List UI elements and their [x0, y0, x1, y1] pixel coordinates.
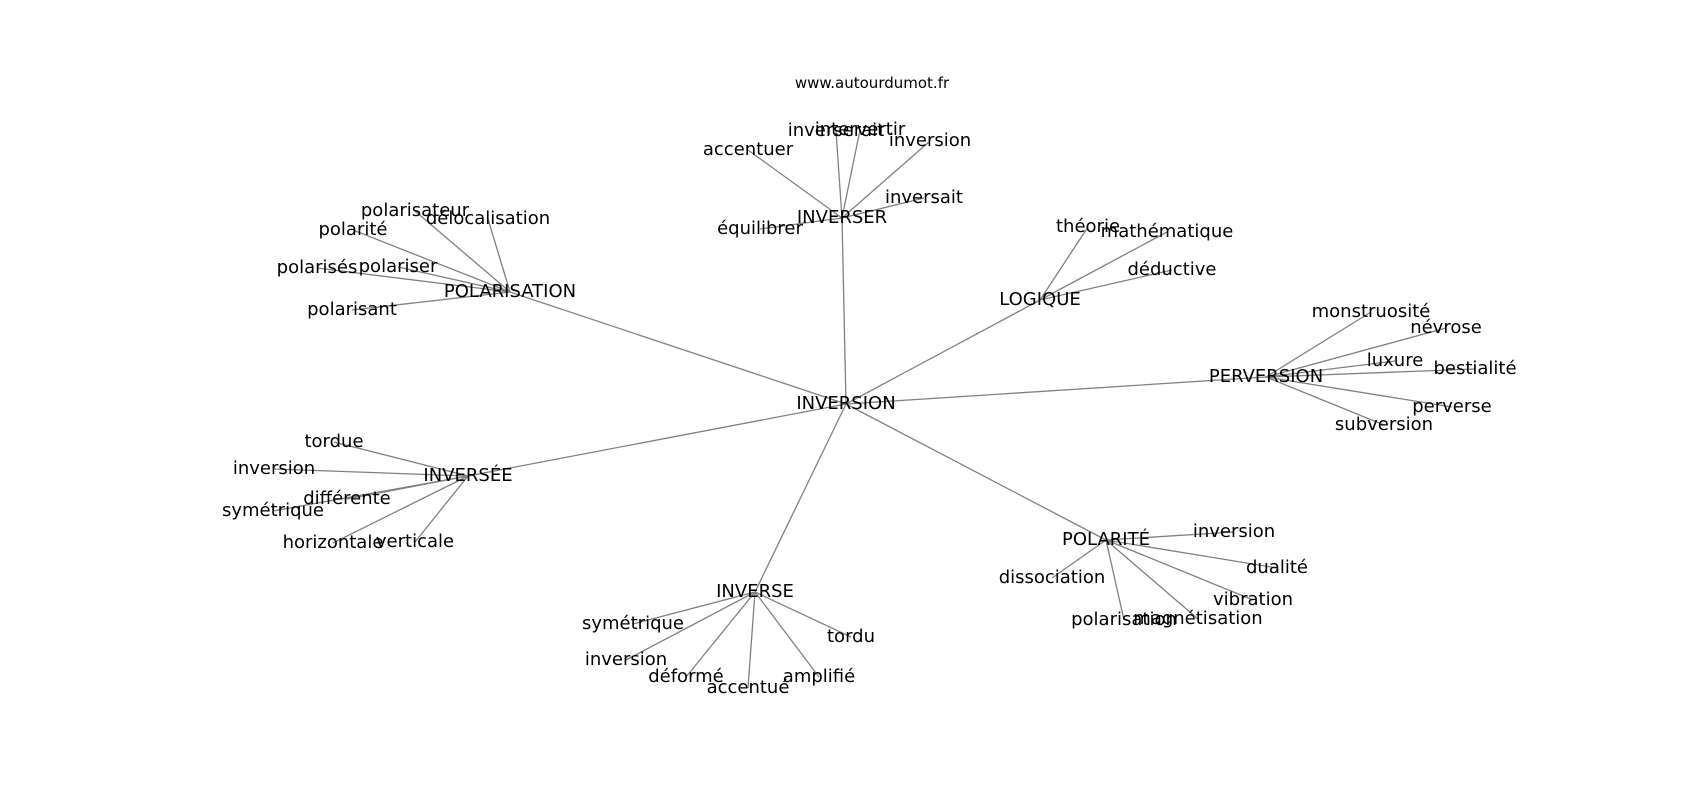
leaf-node[interactable]: symétrique — [222, 500, 324, 521]
leaf-node[interactable]: dualité — [1246, 557, 1308, 578]
edge-root-hub — [845, 403, 1107, 541]
hub-node[interactable]: INVERSER — [797, 207, 887, 228]
leaf-node[interactable]: différente — [303, 488, 391, 509]
edge-hub-leaf — [841, 129, 861, 219]
leaf-node[interactable]: polarisateur — [361, 200, 470, 221]
leaf-node[interactable]: horizontale — [283, 532, 384, 553]
leaf-node[interactable]: monstruosité — [1312, 301, 1431, 322]
leaf-node[interactable]: théorie — [1056, 216, 1120, 237]
leaf-node[interactable]: vibration — [1213, 589, 1293, 610]
leaf-node[interactable]: équilibrer — [717, 218, 803, 239]
edge-hub-leaf — [1265, 376, 1385, 426]
leaf-node[interactable]: polarité — [318, 219, 387, 240]
edge-hub-leaf — [754, 591, 852, 638]
leaf-node[interactable]: délocalisation — [426, 208, 550, 229]
leaf-node[interactable]: polarisation — [1071, 609, 1177, 630]
edge-hub-leaf — [352, 229, 511, 293]
hub-node[interactable]: POLARISATION — [444, 281, 576, 302]
edge-hub-leaf — [487, 218, 511, 293]
edge-hub-leaf — [759, 217, 843, 230]
edge-hub-leaf — [316, 267, 511, 293]
leaf-node[interactable]: tordue — [304, 431, 363, 452]
edge-root-hub — [841, 217, 847, 405]
edge-hub-leaf — [685, 591, 756, 678]
edge-root-hub — [754, 403, 847, 593]
edge-hub-leaf — [625, 591, 756, 661]
edge-hub-leaf — [1039, 226, 1089, 301]
leaf-node[interactable]: luxure — [1367, 350, 1424, 371]
edge-hub-leaf — [332, 475, 469, 544]
leaf-node[interactable]: bestialité — [1433, 358, 1516, 379]
edge-hub-leaf — [1105, 539, 1125, 621]
edge-root-hub — [509, 291, 847, 405]
leaf-node[interactable]: accentué — [707, 677, 790, 698]
edge-hub-leaf — [841, 197, 925, 219]
edge-hub-leaf — [747, 591, 756, 689]
edge-hub-leaf — [1039, 231, 1168, 301]
edge-hub-leaf — [1105, 539, 1254, 601]
graph-edges — [272, 129, 1476, 689]
edge-hub-leaf — [414, 475, 469, 543]
edge-root-hub — [467, 403, 847, 477]
leaf-node[interactable]: inversait — [885, 187, 963, 208]
edge-hub-leaf — [747, 149, 843, 219]
hub-node[interactable]: POLARITÉ — [1062, 528, 1150, 550]
leaf-node[interactable]: inversion — [233, 458, 315, 479]
leaf-node[interactable]: polarisés — [277, 257, 358, 278]
edge-hub-leaf — [1105, 531, 1235, 541]
leaf-node[interactable]: déformé — [648, 666, 724, 687]
edge-hub-leaf — [754, 591, 820, 678]
leaf-node[interactable]: mathématique — [1101, 221, 1234, 242]
leaf-node[interactable]: inversion — [1193, 521, 1275, 542]
leaf-node[interactable]: verticale — [376, 531, 454, 552]
leaf-node[interactable]: névrose — [1410, 317, 1482, 338]
edge-hub-leaf — [1265, 376, 1453, 408]
hub-node[interactable]: LOGIQUE — [999, 289, 1081, 310]
leaf-node[interactable]: inversion — [889, 130, 971, 151]
leaf-node[interactable]: perverse — [1412, 396, 1491, 417]
leaf-node[interactable]: amplifié — [783, 666, 855, 687]
edge-hub-leaf — [397, 266, 511, 293]
leaf-node[interactable]: polarisant — [307, 299, 397, 320]
leaf-node[interactable]: déductive — [1127, 259, 1216, 280]
edge-hub-leaf — [1265, 327, 1447, 378]
edge-hub-leaf — [632, 591, 756, 625]
edge-hub-leaf — [1265, 360, 1396, 378]
edge-hub-leaf — [1105, 539, 1278, 569]
edge-hub-leaf — [351, 291, 511, 311]
leaf-node[interactable]: accentuer — [703, 139, 794, 160]
leaf-node[interactable]: subversion — [1335, 414, 1433, 435]
leaf-node[interactable]: dissociation — [999, 567, 1106, 588]
edge-hub-leaf — [414, 210, 511, 293]
edge-hub-leaf — [1051, 539, 1107, 579]
edge-hub-leaf — [841, 140, 931, 219]
edge-hub-leaf — [273, 468, 469, 477]
edge-hub-leaf — [1265, 311, 1372, 378]
leaf-node[interactable]: inversion — [585, 649, 667, 670]
root-node[interactable]: INVERSION — [796, 393, 895, 414]
edge-hub-leaf — [835, 130, 843, 219]
edge-hub-leaf — [272, 475, 469, 512]
watermark: www.autourdumot.fr — [795, 74, 950, 92]
edge-hub-leaf — [1105, 539, 1199, 620]
edge-root-hub — [845, 376, 1267, 405]
leaf-node[interactable]: magnétisation — [1133, 608, 1262, 629]
hub-node[interactable]: PERVERSION — [1209, 366, 1323, 387]
leaf-node[interactable]: tordu — [827, 626, 875, 647]
edge-hub-leaf — [1265, 368, 1476, 378]
edge-hub-leaf — [333, 441, 469, 477]
leaf-node[interactable]: inverserait — [788, 120, 884, 141]
leaf-node[interactable]: polariser — [359, 256, 438, 277]
leaf-node[interactable]: intervertir — [815, 119, 906, 140]
hub-node[interactable]: INVERSÉE — [423, 464, 512, 486]
edge-root-hub — [845, 299, 1041, 405]
edge-hub-leaf — [1039, 269, 1173, 301]
leaf-node[interactable]: symétrique — [582, 613, 684, 634]
hub-node[interactable]: INVERSE — [716, 581, 794, 602]
